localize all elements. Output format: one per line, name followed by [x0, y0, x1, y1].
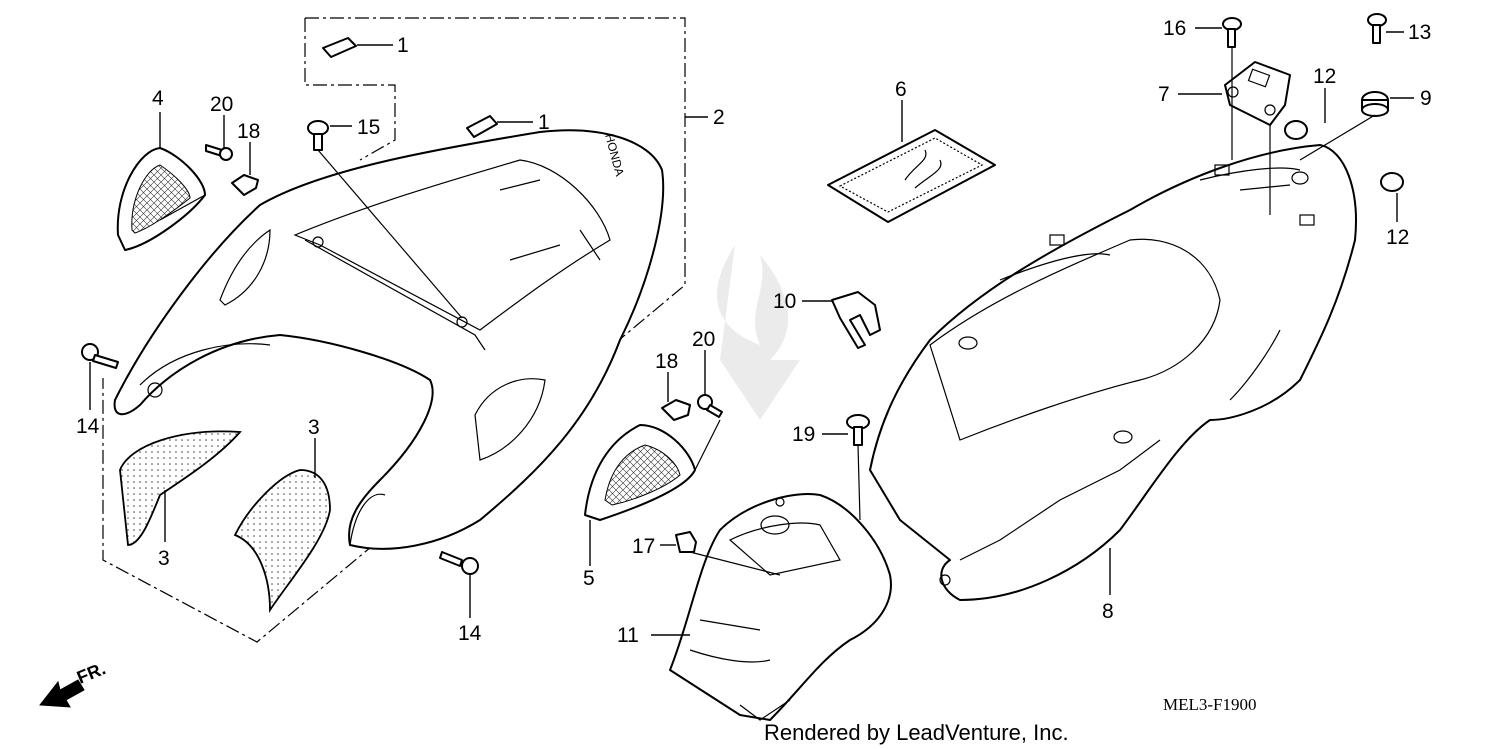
pad-part — [119, 430, 331, 613]
callout-14: 14 — [458, 622, 482, 645]
callout-19: 19 — [792, 423, 815, 446]
callout-18: 18 — [237, 120, 260, 143]
callout-11: 11 — [617, 624, 639, 647]
inner-fender-part — [669, 493, 892, 721]
callout-9: 9 — [1420, 87, 1432, 110]
callout-14: 14 — [76, 415, 100, 438]
callout-20: 20 — [210, 93, 233, 116]
callout-6: 6 — [895, 78, 907, 101]
callout-5: 5 — [583, 567, 595, 590]
render-credit: Rendered by LeadVenture, Inc. — [764, 720, 1069, 745]
callout-13: 13 — [1408, 21, 1431, 44]
bracket-part — [1224, 61, 1291, 126]
callout-4: 4 — [152, 87, 164, 110]
callout-labels: 1 1 2 3 3 4 5 6 7 8 9 10 11 12 12 13 14 … — [76, 17, 1432, 647]
callout-20: 20 — [692, 328, 715, 351]
right-side-cover-part — [584, 424, 696, 521]
fastener-parts — [81, 13, 1404, 575]
front-direction-arrow: FR. — [39, 658, 108, 708]
callout-1: 1 — [397, 34, 409, 57]
left-side-cover-part — [116, 147, 206, 251]
rear-fender-part — [869, 144, 1357, 601]
callout-15: 15 — [357, 116, 380, 139]
callout-18: 18 — [655, 350, 678, 373]
sheet-part — [827, 129, 996, 223]
rubber-block-part — [322, 37, 498, 138]
callout-1: 1 — [538, 111, 550, 134]
direction-label: FR. — [74, 658, 108, 687]
watermark-logo — [716, 245, 800, 420]
clip-part — [831, 291, 881, 349]
callout-16: 16 — [1163, 17, 1186, 40]
callout-3: 3 — [308, 416, 320, 439]
diagram-code: MEL3-F1900 — [1163, 695, 1257, 714]
callout-7: 7 — [1158, 83, 1170, 106]
leader-lines — [89, 27, 1414, 636]
callout-12: 12 — [1313, 65, 1336, 88]
callout-2: 2 — [713, 106, 725, 129]
callout-17: 17 — [632, 535, 655, 558]
callout-3: 3 — [158, 547, 170, 570]
callout-10: 10 — [773, 290, 796, 313]
callout-8: 8 — [1102, 600, 1114, 623]
callout-12: 12 — [1386, 226, 1409, 249]
seat-cowl-part: HONDA — [113, 129, 665, 550]
